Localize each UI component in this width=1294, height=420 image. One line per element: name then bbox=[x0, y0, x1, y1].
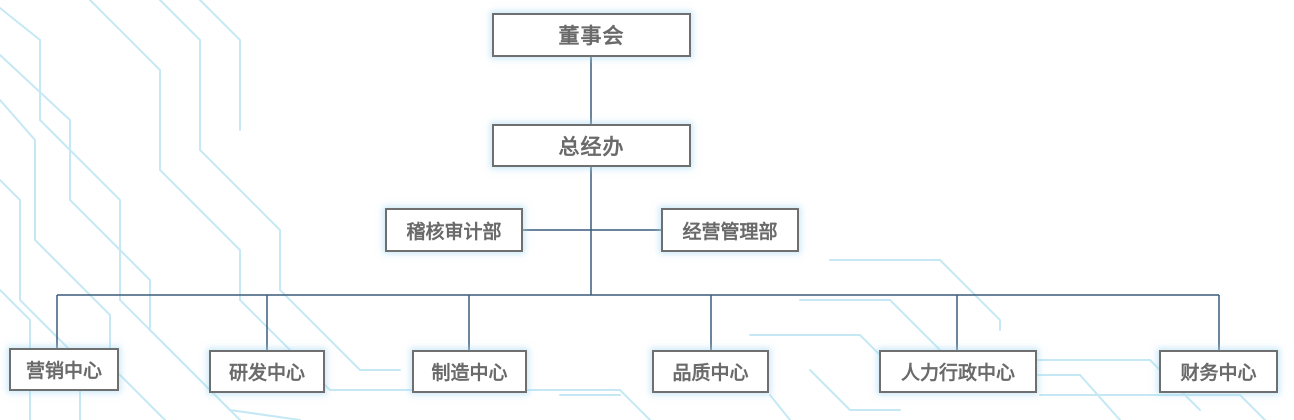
center-box-marketing: 营销中心 bbox=[9, 348, 119, 391]
center-box-rnd: 研发中心 bbox=[209, 350, 325, 393]
circuit-line bbox=[1039, 394, 1266, 420]
board-of-directors-box: 董事会 bbox=[492, 13, 691, 57]
center-box-quality: 品质中心 bbox=[652, 350, 769, 393]
circuit-line bbox=[199, 0, 241, 131]
center-box-manufacturing: 制造中心 bbox=[412, 350, 527, 393]
circuit-line bbox=[159, 0, 401, 371]
center-box-finance: 财务中心 bbox=[1159, 350, 1278, 393]
circuit-line bbox=[0, 54, 241, 420]
circuit-line bbox=[769, 394, 791, 420]
circuit-line bbox=[89, 0, 651, 420]
circuit-line bbox=[829, 259, 1001, 331]
circuit-line bbox=[809, 369, 901, 411]
operations-management-department-box: 经营管理部 bbox=[661, 208, 799, 252]
general-office-box: 总经办 bbox=[492, 124, 691, 167]
audit-department-box: 稽核审计部 bbox=[385, 208, 523, 252]
center-box-hr-admin: 人力行政中心 bbox=[879, 350, 1037, 393]
circuit-line bbox=[0, 99, 166, 420]
